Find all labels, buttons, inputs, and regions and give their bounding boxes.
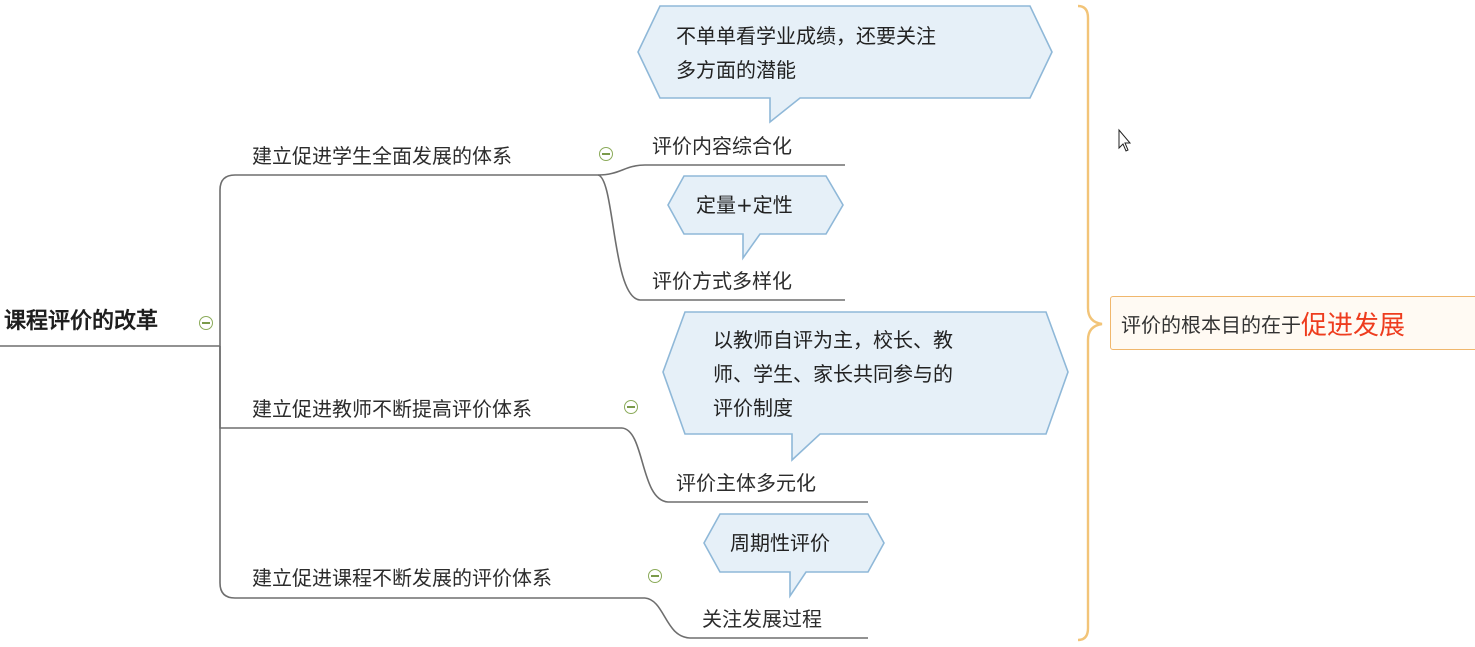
callout-line: 不单单看学业成绩，还要关注 <box>676 24 936 48</box>
callout-bubble-3 <box>662 311 1069 462</box>
collapse-toggle-icon[interactable] <box>648 569 662 583</box>
collapse-toggle-icon[interactable] <box>199 316 213 330</box>
connector-branch-2-leaf-1 <box>621 427 868 503</box>
mouse-cursor-icon <box>1118 128 1132 152</box>
callout-text-4: 周期性评价 <box>730 526 830 560</box>
callout-bubble-1 <box>637 5 1053 124</box>
branch-node-curriculum[interactable]: 建立促进课程不断发展的评价体系 <box>252 566 552 590</box>
root-node[interactable]: 课程评价的改革 <box>4 309 159 334</box>
connector-branch-1-leaf-2 <box>597 174 845 301</box>
callout-line: 周期性评价 <box>730 531 830 555</box>
callout-text-1: 不单单看学业成绩，还要关注 多方面的潜能 <box>676 19 936 87</box>
leaf-node-process-focus[interactable]: 关注发展过程 <box>702 607 822 631</box>
summary-node[interactable]: 评价的根本目的在于 促进发展 <box>1110 296 1475 350</box>
summary-text: 评价的根本目的在于 <box>1121 312 1301 337</box>
connector-root-branch-3 <box>219 346 645 599</box>
connector-branch-1-leaf-1 <box>597 164 845 176</box>
branch-node-student[interactable]: 建立促进学生全面发展的体系 <box>252 144 512 168</box>
summary-highlight: 促进发展 <box>1301 310 1406 341</box>
callout-line: 定量+定性 <box>696 193 793 217</box>
callout-line: 多方面的潜能 <box>676 58 796 82</box>
leaf-node-subject-plurality[interactable]: 评价主体多元化 <box>676 471 816 495</box>
branch-node-teacher[interactable]: 建立促进教师不断提高评价体系 <box>252 397 532 421</box>
callout-line: 师、学生、家长共同参与的 <box>713 362 953 386</box>
callout-text-2: 定量+定性 <box>696 188 793 222</box>
collapse-toggle-icon[interactable] <box>599 147 613 161</box>
collapse-toggle-icon[interactable] <box>624 400 638 414</box>
leaf-node-method-diversity[interactable]: 评价方式多样化 <box>652 269 792 293</box>
callout-line: 评价制度 <box>713 396 793 420</box>
connector-branch-3-leaf-1 <box>644 597 868 639</box>
callout-bubble-2 <box>667 175 844 261</box>
callout-line: 以教师自评为主，校长、教 <box>713 328 953 352</box>
connector-root-branch-1 <box>219 174 598 346</box>
callout-text-3: 以教师自评为主，校长、教 师、学生、家长共同参与的 评价制度 <box>713 323 953 425</box>
leaf-node-content-integration[interactable]: 评价内容综合化 <box>652 134 792 158</box>
callout-bubble-4 <box>703 513 885 599</box>
summary-brace <box>1077 4 1103 642</box>
